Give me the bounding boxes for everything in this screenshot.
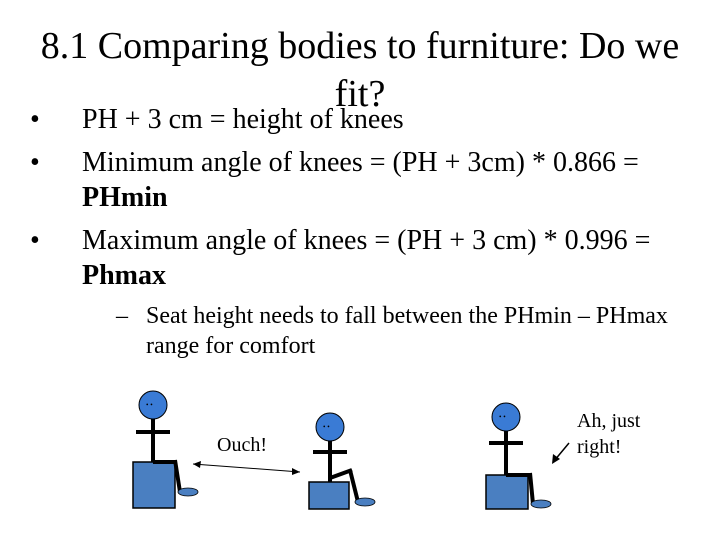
bullet-text: Maximum angle of knees = (PH + 3 cm) * 0… bbox=[82, 225, 651, 256]
slide-title: 8.1 Comparing bodies to furniture: Do we… bbox=[40, 25, 680, 115]
ouch-caption: Ouch! bbox=[217, 434, 267, 456]
bullet-marker: • bbox=[30, 104, 40, 135]
bullet-emphasis: Phmax bbox=[82, 260, 166, 291]
bullet-text: Minimum angle of knees = (PH + 3cm) * 0.… bbox=[82, 147, 639, 178]
bullet-list: • PH + 3 cm = height of knees • Minimum … bbox=[30, 102, 690, 361]
bullet-marker: • bbox=[30, 147, 40, 178]
foot-left bbox=[177, 487, 199, 497]
bullet-marker: • bbox=[30, 225, 40, 256]
head-left bbox=[138, 390, 168, 420]
stick-figure-middle: • • bbox=[308, 412, 376, 510]
svg-text:• •: • • bbox=[323, 423, 330, 431]
bullet-text: PH + 3 cm = height of knees bbox=[82, 104, 404, 135]
head-right bbox=[491, 402, 521, 432]
foot-middle bbox=[354, 497, 376, 507]
svg-text:• •: • • bbox=[146, 401, 153, 409]
bullet-emphasis: PHmin bbox=[82, 182, 168, 213]
sub-bullet-text: Seat height needs to fall between the PH… bbox=[146, 303, 668, 359]
svg-text:• •: • • bbox=[499, 413, 506, 421]
right-caption: Ah, just right! bbox=[577, 410, 641, 458]
stick-figure-left: • • bbox=[132, 390, 199, 509]
sub-bullet: – Seat height needs to fall between the … bbox=[30, 301, 690, 361]
sub-bullet-marker: – bbox=[116, 303, 128, 329]
head-middle bbox=[315, 412, 345, 442]
ouch-arrow bbox=[192, 461, 301, 475]
right-arrow bbox=[552, 442, 570, 464]
chair-middle bbox=[308, 481, 350, 510]
chair-right bbox=[485, 474, 529, 510]
bullet-item: • Maximum angle of knees = (PH + 3 cm) *… bbox=[30, 223, 690, 293]
foot-right bbox=[530, 499, 552, 509]
stick-figure-right: • • bbox=[485, 402, 552, 510]
chair-left bbox=[132, 461, 176, 509]
bullet-item: • PH + 3 cm = height of knees bbox=[30, 102, 690, 137]
bullet-item: • Minimum angle of knees = (PH + 3cm) * … bbox=[30, 145, 690, 215]
